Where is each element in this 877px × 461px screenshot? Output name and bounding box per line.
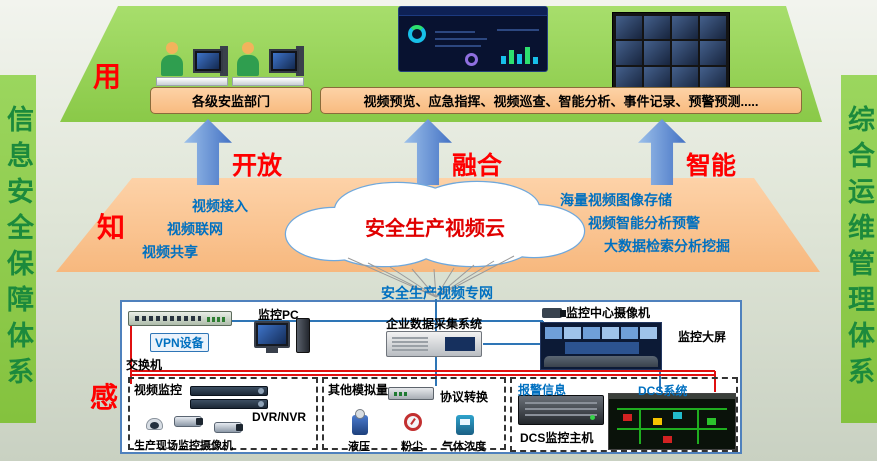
dvr-icon bbox=[190, 386, 268, 396]
control-room-image bbox=[540, 322, 662, 370]
protocol-label: 协议转换 bbox=[440, 390, 489, 404]
center-camera-label: 监控中心摄像机 bbox=[566, 306, 651, 320]
switch-icon bbox=[128, 311, 232, 326]
pc-tower-icon bbox=[296, 46, 304, 76]
gas-sensor-icon bbox=[456, 415, 474, 435]
monitor-icon bbox=[193, 49, 223, 73]
ring-chart-icon bbox=[465, 53, 478, 66]
arrow-label-fusion: 融合 bbox=[452, 152, 503, 180]
nvr-icon bbox=[190, 399, 268, 409]
dashboard-screen-image bbox=[398, 6, 548, 72]
sensor-label-gas: 气体浓度 bbox=[442, 441, 486, 453]
private-network-label: 安全生产视频专网 bbox=[381, 285, 493, 301]
right-banner-text: 综合运维管理体系 bbox=[844, 105, 874, 393]
bullet-camera-icon bbox=[214, 422, 243, 433]
arrow-label-open: 开放 bbox=[232, 152, 283, 180]
alarm-label: 报警信息 bbox=[518, 383, 567, 397]
center-camera-icon bbox=[542, 308, 566, 318]
protocol-converter-icon bbox=[388, 387, 434, 400]
video-group-title: 视频监控 bbox=[134, 383, 183, 397]
bullet-camera-icon bbox=[174, 416, 203, 427]
monitor-pc-icon bbox=[254, 321, 290, 348]
gauge-icon bbox=[408, 25, 426, 43]
monitor-icon bbox=[269, 49, 299, 73]
arrow-label-intelligent: 智能 bbox=[686, 152, 737, 180]
capability-video-share: 视频共享 bbox=[142, 244, 198, 260]
dept-box: 各级安监部门 bbox=[150, 87, 312, 114]
sensor-label-hydraulic: 液压 bbox=[348, 441, 370, 453]
sensor-label-dust: 粉尘 bbox=[401, 441, 423, 453]
monitor-stand-icon bbox=[266, 348, 278, 353]
person-body-icon bbox=[161, 55, 183, 76]
capability-video-access: 视频接入 bbox=[192, 198, 248, 214]
pc-tower-icon bbox=[296, 318, 310, 353]
data-collect-label: 企业数据采集系统 bbox=[386, 317, 483, 331]
dust-sensor-icon bbox=[404, 413, 422, 431]
monitor-pc-label: 监控PC bbox=[258, 308, 299, 322]
vpn-label: VPN设备 bbox=[150, 333, 209, 352]
dvr-label: DVR/NVR bbox=[252, 410, 307, 424]
dcs-host-icon bbox=[518, 395, 604, 425]
person-head-icon bbox=[242, 42, 254, 54]
analog-group-title: 其他模拟量 bbox=[328, 383, 389, 397]
big-screen-label: 监控大屏 bbox=[678, 330, 727, 344]
person-head-icon bbox=[166, 42, 178, 54]
operator-workstation-icon bbox=[156, 24, 228, 86]
desk-icon bbox=[156, 77, 228, 86]
dcs-host-label: DCS监控主机 bbox=[520, 431, 594, 445]
operator-workstation-icon bbox=[232, 24, 304, 86]
dome-camera-icon bbox=[146, 418, 163, 430]
person-body-icon bbox=[237, 55, 259, 76]
desk-icon bbox=[232, 77, 304, 86]
dcs-group: 报警信息 DCS系统 DCS监控主机 bbox=[510, 377, 738, 452]
capability-storage: 海量视频图像存储 bbox=[560, 192, 672, 208]
layer-tag-know: 知 bbox=[97, 212, 126, 243]
right-banner: 综合运维管理体系 bbox=[841, 75, 877, 423]
analog-group: 其他模拟量 协议转换 液压 粉尘 气体浓度 bbox=[322, 377, 506, 453]
dcs-screen-image bbox=[608, 393, 736, 450]
hydraulic-sensor-icon bbox=[352, 409, 368, 435]
up-arrow-intelligent bbox=[638, 119, 686, 185]
switch-label: 交换机 bbox=[126, 358, 163, 372]
left-banner-text: 信息安全保障体系 bbox=[3, 105, 33, 393]
capability-analysis: 视频智能分析预警 bbox=[588, 215, 700, 231]
left-banner: 信息安全保障体系 bbox=[0, 75, 36, 423]
video-wall-image bbox=[612, 12, 730, 94]
cloud-shape bbox=[284, 180, 586, 268]
site-cameras-label: 生产现场监控摄像机 bbox=[134, 440, 233, 452]
capability-video-network: 视频联网 bbox=[167, 221, 223, 237]
functions-box: 视频预览、应急指挥、视频巡查、智能分析、事件记录、预警预测..... bbox=[320, 87, 802, 114]
dcs-system-label: DCS系统 bbox=[638, 384, 688, 398]
layer-tag-sense: 感 bbox=[90, 382, 119, 413]
bar-chart-icon bbox=[501, 47, 538, 64]
pc-tower-icon bbox=[220, 46, 228, 76]
up-arrow-open bbox=[184, 119, 232, 185]
data-collect-server-icon bbox=[386, 331, 482, 357]
cloud-title: 安全生产视频云 bbox=[365, 218, 505, 240]
capability-bigdata: 大数据检索分析挖掘 bbox=[604, 238, 730, 254]
layer-tag-use: 用 bbox=[93, 61, 122, 92]
video-monitoring-group: 视频监控 DVR/NVR 生产现场监控摄像机 bbox=[128, 377, 318, 452]
